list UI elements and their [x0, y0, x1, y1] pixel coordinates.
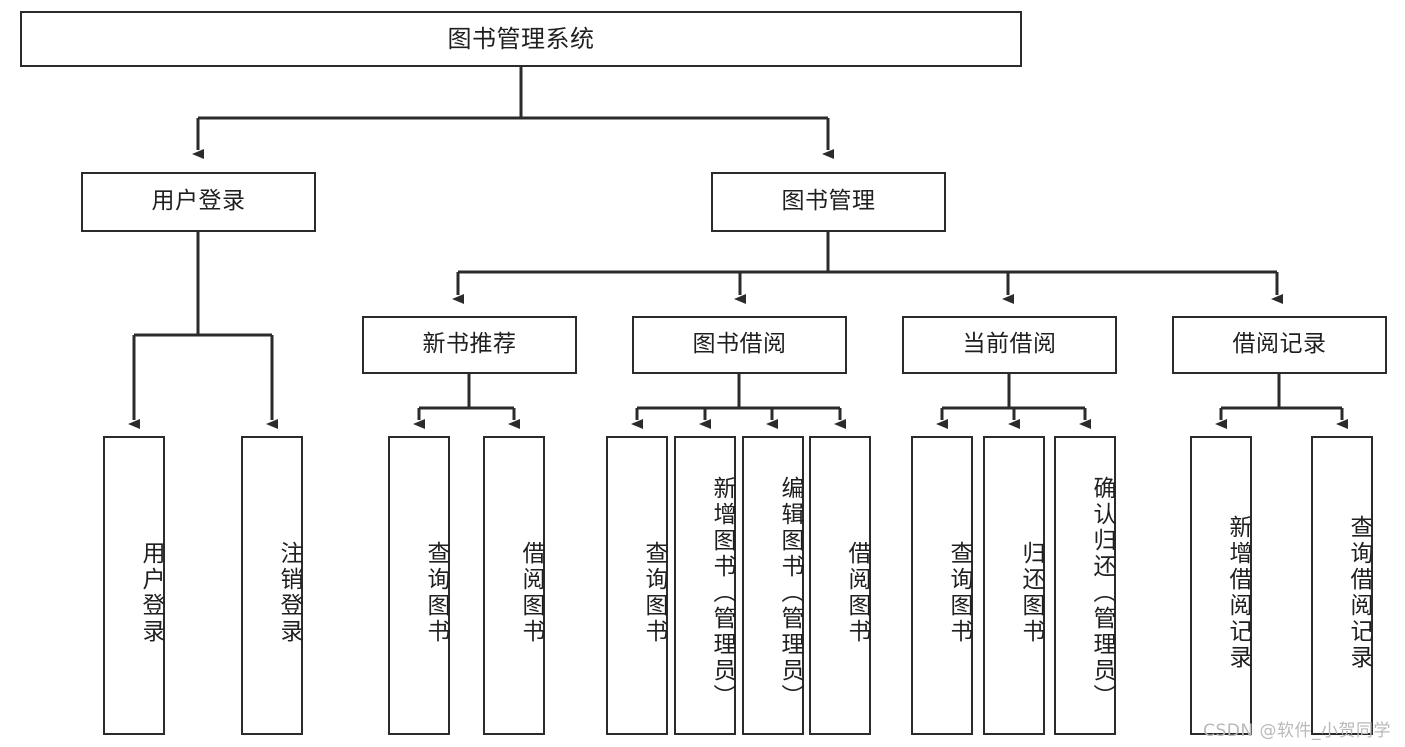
leaf-label: 借阅图书	[844, 540, 870, 645]
node-root[interactable]: 图书管理系统	[20, 11, 1022, 67]
watermark: CSDN @软件_小贺同学	[1203, 721, 1391, 741]
node-book-borrow[interactable]: 图书借阅	[632, 316, 847, 374]
leaf-node[interactable]: 确认归还（管理员）	[1054, 436, 1116, 735]
leaf-node[interactable]: 借阅图书	[809, 436, 871, 735]
leaf-label: 借阅图书	[518, 540, 544, 645]
node-new-book-recommend[interactable]: 新书推荐	[362, 316, 577, 374]
leaf-node[interactable]: 借阅图书	[483, 436, 545, 735]
node-current-borrow[interactable]: 当前借阅	[902, 316, 1117, 374]
leaf-node[interactable]: 查询图书	[911, 436, 973, 735]
leaf-label: 查询图书	[423, 540, 449, 645]
leaf-node[interactable]: 新增图书（管理员）	[674, 436, 736, 735]
leaf-label: 归还图书	[1018, 540, 1044, 645]
node-user-login[interactable]: 用户登录	[81, 172, 316, 232]
node-borrow-records[interactable]: 借阅记录	[1172, 316, 1387, 374]
leaf-label: 注销登录	[276, 540, 302, 645]
leaf-node[interactable]: 归还图书	[983, 436, 1045, 735]
node-book-management[interactable]: 图书管理	[711, 172, 946, 232]
leaf-node[interactable]: 新增借阅记录	[1190, 436, 1252, 735]
leaf-node[interactable]: 注销登录	[241, 436, 303, 735]
leaf-node[interactable]: 查询借阅记录	[1311, 436, 1373, 735]
leaf-node[interactable]: 查询图书	[388, 436, 450, 735]
leaf-label: 新增图书（管理员）	[709, 475, 735, 710]
leaf-node[interactable]: 查询图书	[606, 436, 668, 735]
leaf-label: 编辑图书（管理员）	[777, 475, 803, 710]
leaf-node[interactable]: 编辑图书（管理员）	[742, 436, 804, 735]
leaf-label: 用户登录	[138, 540, 164, 645]
leaf-label: 查询图书	[641, 540, 667, 645]
leaf-label: 新增借阅记录	[1225, 514, 1251, 671]
leaf-label: 查询图书	[946, 540, 972, 645]
leaf-label: 确认归还（管理员）	[1089, 475, 1115, 710]
leaf-node[interactable]: 用户登录	[103, 436, 165, 735]
leaf-label: 查询借阅记录	[1346, 514, 1372, 671]
